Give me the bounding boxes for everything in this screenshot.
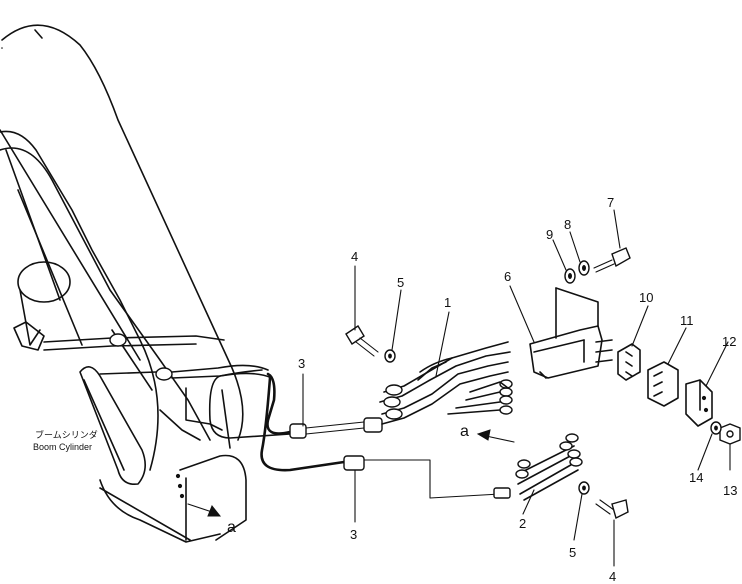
boom-pipe-lines — [43, 333, 346, 472]
callout-1: 1 — [444, 295, 452, 310]
view-arrow-bottom — [187, 503, 222, 517]
callout-10: 10 — [639, 290, 654, 305]
washer-part-9 — [564, 268, 576, 284]
washer-part-5-top — [384, 349, 396, 363]
view-marker-a-bottom: a — [227, 519, 236, 536]
callout-14: 14 — [689, 470, 704, 485]
callout-6: 6 — [504, 269, 512, 284]
bolt-part-7 — [593, 247, 631, 273]
boom-cylinder-label-jp: ブームシリンダ — [35, 430, 98, 440]
washer-part-8 — [578, 260, 590, 276]
washer-part-14 — [710, 421, 722, 435]
clamp-plate-part-12 — [685, 379, 713, 427]
mounting-bracket — [529, 287, 613, 379]
boom-cylinder-label-en: Boom Cylinder — [33, 442, 93, 452]
bolt-part-4-bottom — [595, 499, 629, 520]
callout-13: 13 — [723, 483, 738, 498]
boom-cylinder — [13, 261, 247, 543]
callout-5-bottom: 5 — [569, 545, 577, 560]
view-arrow-center — [476, 429, 515, 443]
boom-arm — [0, 24, 244, 471]
callout-4-top: 4 — [351, 249, 359, 264]
callout-leaders — [302, 209, 731, 567]
callout-3-bottom: 3 — [350, 527, 358, 542]
callout-3-top: 3 — [298, 356, 306, 371]
callout-4-bottom: 4 — [609, 569, 617, 584]
nut-part-13 — [719, 423, 741, 445]
callout-2: 2 — [519, 516, 527, 531]
clamp-part-11 — [647, 361, 679, 407]
callout-9: 9 — [546, 227, 554, 242]
hose-lower — [343, 455, 511, 499]
tube-assembly — [379, 341, 513, 425]
callout-7: 7 — [607, 195, 615, 210]
view-marker-a-center: a — [460, 423, 469, 440]
callout-11: 11 — [680, 313, 694, 328]
bolt-part-4-top — [345, 325, 379, 357]
callout-12: 12 — [722, 334, 737, 349]
tube-assembly-lower — [515, 433, 583, 501]
washer-part-5-bottom — [578, 481, 590, 495]
callout-8: 8 — [564, 217, 572, 232]
hose-upper — [289, 417, 383, 439]
clamp-part-10 — [617, 343, 641, 381]
callout-5-top: 5 — [397, 275, 405, 290]
